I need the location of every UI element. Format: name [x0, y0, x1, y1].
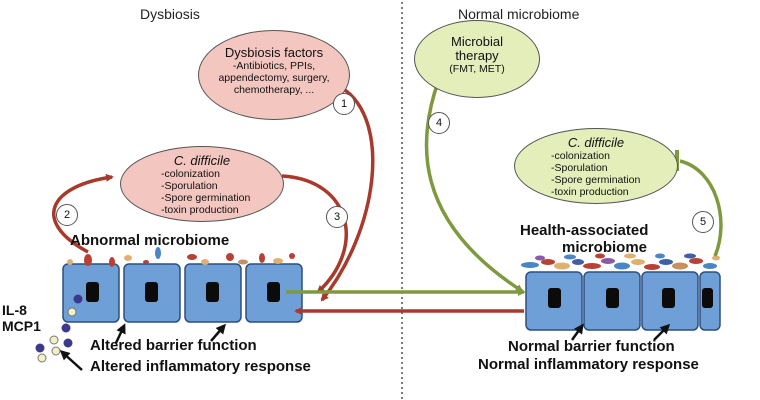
- step-4: 4: [428, 112, 450, 134]
- right-epithelium: [525, 271, 721, 331]
- cdiff-right-item: -Spore germination: [551, 174, 641, 186]
- pointer-barrier-left-1: [114, 323, 126, 344]
- cdiff-right-item: -toxin production: [551, 186, 629, 198]
- abnormal-microbiome-label: Abnormal microbiome: [70, 232, 230, 249]
- cdiff-left-item: -toxin production: [161, 204, 239, 216]
- dysbiosis-factor-line: -Antibiotics, PPIs,: [232, 60, 316, 72]
- pointer-inflammatory-left: [59, 349, 83, 371]
- cdiff-right-bubble: C. difficile -colonization -Sporulation …: [514, 128, 678, 204]
- dysbiosis-factors-bubble: Dysbiosis factors -Antibiotics, PPIs, ap…: [198, 30, 350, 120]
- right-bacteria: [521, 253, 720, 270]
- cdiff-left-item: -Sporulation: [161, 180, 218, 192]
- microbial-therapy-bubble: Microbial therapy (FMT, MET): [414, 20, 540, 98]
- step-2: 2: [56, 204, 78, 226]
- cdiff-left-title: C. difficile: [173, 153, 231, 168]
- dysbiosis-factor-line: chemotherapy, ...: [233, 84, 315, 96]
- altered-inflammatory-label: Altered inflammatory response: [90, 358, 311, 375]
- altered-barrier-label: Altered barrier function: [90, 337, 257, 354]
- cdiff-left-item: -Spore germination: [161, 192, 251, 204]
- left-bacteria: [67, 247, 295, 267]
- cdiff-right-title: C. difficile: [567, 135, 625, 150]
- cytokine-mcp1-label: MCP1: [2, 318, 41, 334]
- green-arrow-4: [424, 81, 524, 293]
- cdiff-left-item: -colonization: [161, 168, 220, 180]
- left-epithelium: [62, 263, 303, 323]
- cdiff-right-item: -Sporulation: [551, 162, 608, 174]
- cytokine-dots: [35, 294, 83, 363]
- normal-barrier-label: Normal barrier function: [508, 338, 675, 355]
- microbial-therapy-detail: (FMT, MET): [449, 63, 505, 75]
- dysbiosis-factors-title: Dysbiosis factors: [224, 45, 324, 60]
- step-3: 3: [326, 206, 348, 228]
- cdiff-right-item: -colonization: [551, 150, 610, 162]
- heading-normal-microbiome: Normal microbiome: [458, 6, 580, 22]
- health-microbiome-label-2: microbiome: [562, 239, 648, 256]
- pointer-barrier-right-1: [570, 323, 584, 341]
- health-microbiome-label-1: Health-associated: [520, 222, 649, 239]
- microbial-therapy-title-1: Microbial: [450, 34, 503, 49]
- pointer-barrier-left-2: [210, 323, 226, 342]
- step-5: 5: [692, 211, 714, 233]
- heading-dysbiosis: Dysbiosis: [140, 6, 200, 22]
- normal-inflammatory-label: Normal inflammatory response: [478, 356, 699, 373]
- step-1: 1: [333, 93, 355, 115]
- red-arrow-2: [52, 173, 114, 254]
- cytokine-il8-label: IL-8: [2, 302, 27, 318]
- cdiff-left-bubble: C. difficile -colonization -Sporulation …: [120, 146, 284, 222]
- red-arrow-1: [320, 86, 375, 302]
- pointer-barrier-right-2: [653, 323, 671, 341]
- microbial-therapy-title-2: therapy: [455, 48, 499, 63]
- green-inhibit-5: [679, 159, 723, 257]
- dysbiosis-factor-line: appendectomy, surgery,: [218, 72, 330, 84]
